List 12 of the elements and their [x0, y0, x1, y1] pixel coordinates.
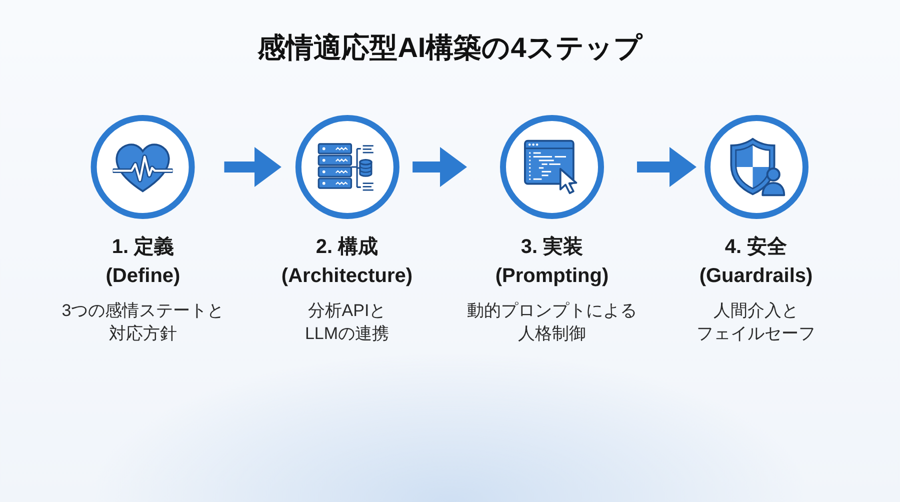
step-title: 4. 安全 (Guardrails) [699, 234, 813, 289]
step-description: 動的プロンプトによる人格制御 [467, 300, 637, 345]
step-description: 3つの感情ステートと対応方針 [62, 300, 224, 345]
step-description: 人間介入とフェイルセーフ [696, 300, 816, 345]
step-title: 3. 実装 (Prompting) [495, 234, 609, 289]
diagram-title: 感情適応型AI構築の4ステップ [256, 31, 644, 65]
step-description: 分析APIとLLMの連携 [304, 300, 390, 345]
step-title: 1. 定義 (Define) [106, 234, 180, 289]
arrow [637, 147, 696, 187]
arrow [224, 147, 282, 187]
arrow [412, 147, 467, 187]
step-title: 2. 構成 (Architecture) [281, 235, 413, 289]
